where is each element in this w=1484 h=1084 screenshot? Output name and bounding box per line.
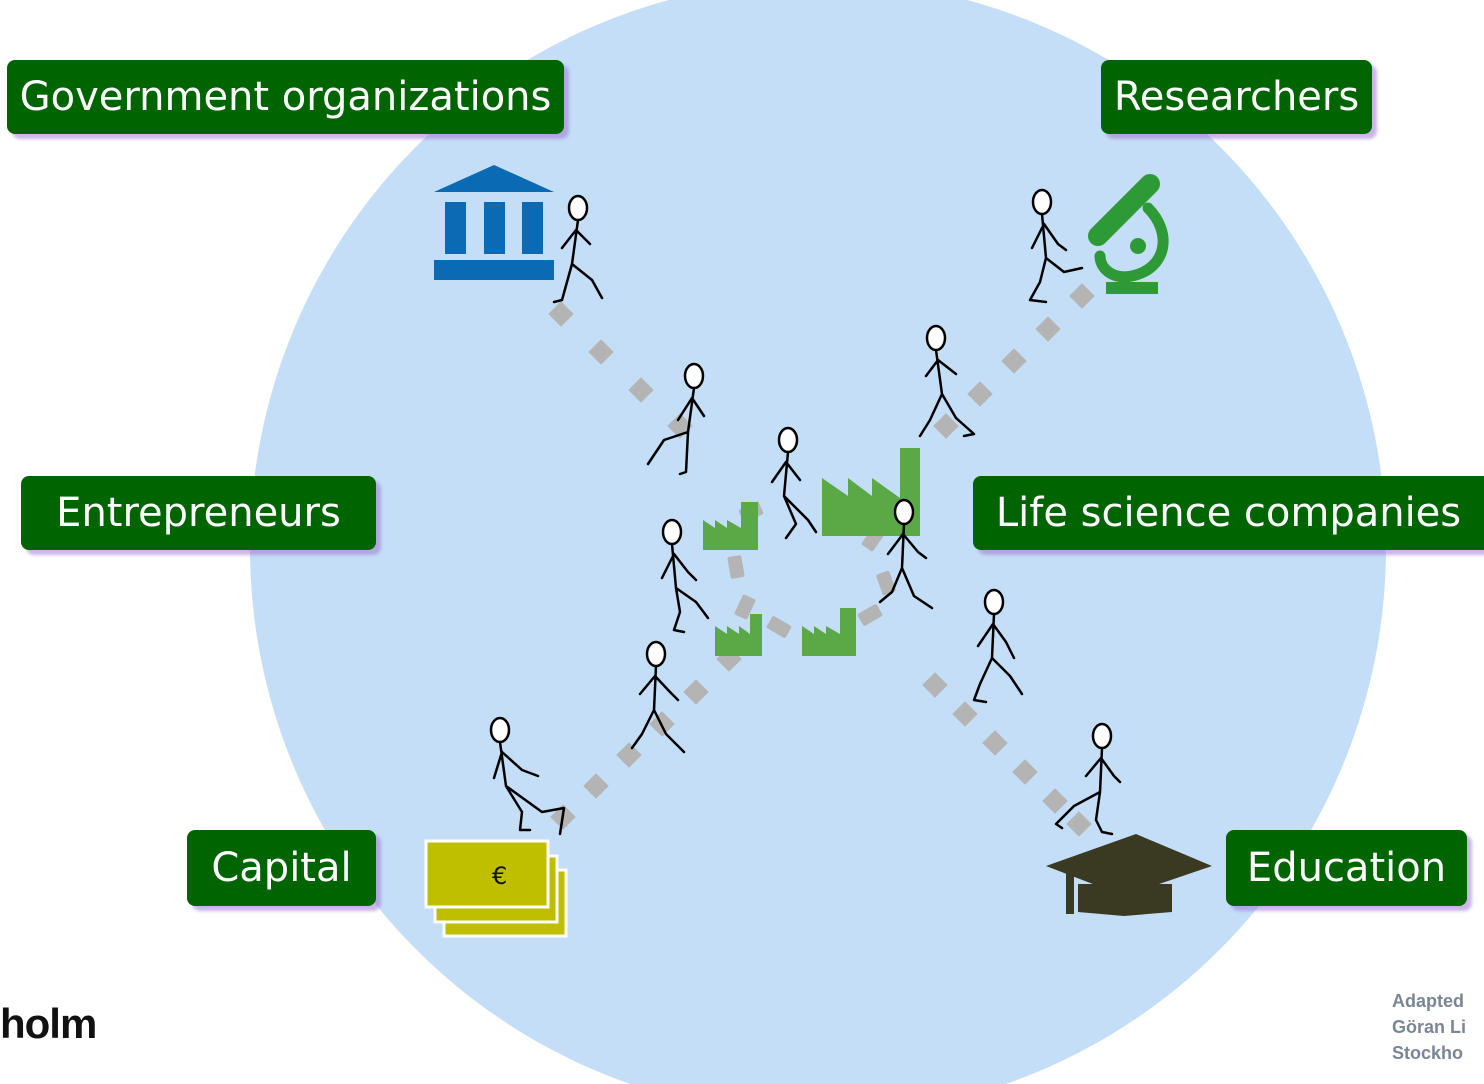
walking-person-icon <box>1028 188 1084 304</box>
walking-person-icon <box>660 518 710 634</box>
credit-line: Stockho <box>1392 1043 1464 1063</box>
walking-person-icon <box>1054 722 1122 836</box>
label-education: Education <box>1226 830 1467 906</box>
label-entrepreneurs: Entrepreneurs <box>21 476 376 550</box>
money-stack-icon: € <box>424 839 568 938</box>
walking-person-icon <box>646 362 706 476</box>
label-capital: Capital <box>187 830 376 906</box>
government-building-icon <box>434 165 554 280</box>
walking-person-icon <box>770 426 818 540</box>
credits-text: Adapted Göran Li Stockho <box>1392 988 1484 1066</box>
euro-symbol: € <box>492 862 507 890</box>
credit-line: Adapted <box>1392 991 1464 1011</box>
path-government <box>548 301 693 439</box>
logo-text-fragment: holm <box>0 1000 97 1047</box>
walking-person-icon <box>918 324 976 438</box>
walking-person-icon <box>489 716 566 836</box>
label-researchers: Researchers <box>1101 60 1372 134</box>
graduation-cap-icon <box>1046 834 1212 916</box>
label-government-organizations: Government organizations <box>7 60 564 134</box>
credit-line: Göran Li <box>1392 1017 1467 1037</box>
walking-people <box>489 188 1122 836</box>
walking-person-icon <box>972 588 1024 704</box>
walking-person-icon <box>552 194 604 304</box>
walking-person-icon <box>630 640 686 754</box>
walking-person-icon <box>878 498 934 610</box>
label-life-science-companies: Life science companies <box>973 476 1484 550</box>
microscope-icon <box>1088 174 1169 294</box>
